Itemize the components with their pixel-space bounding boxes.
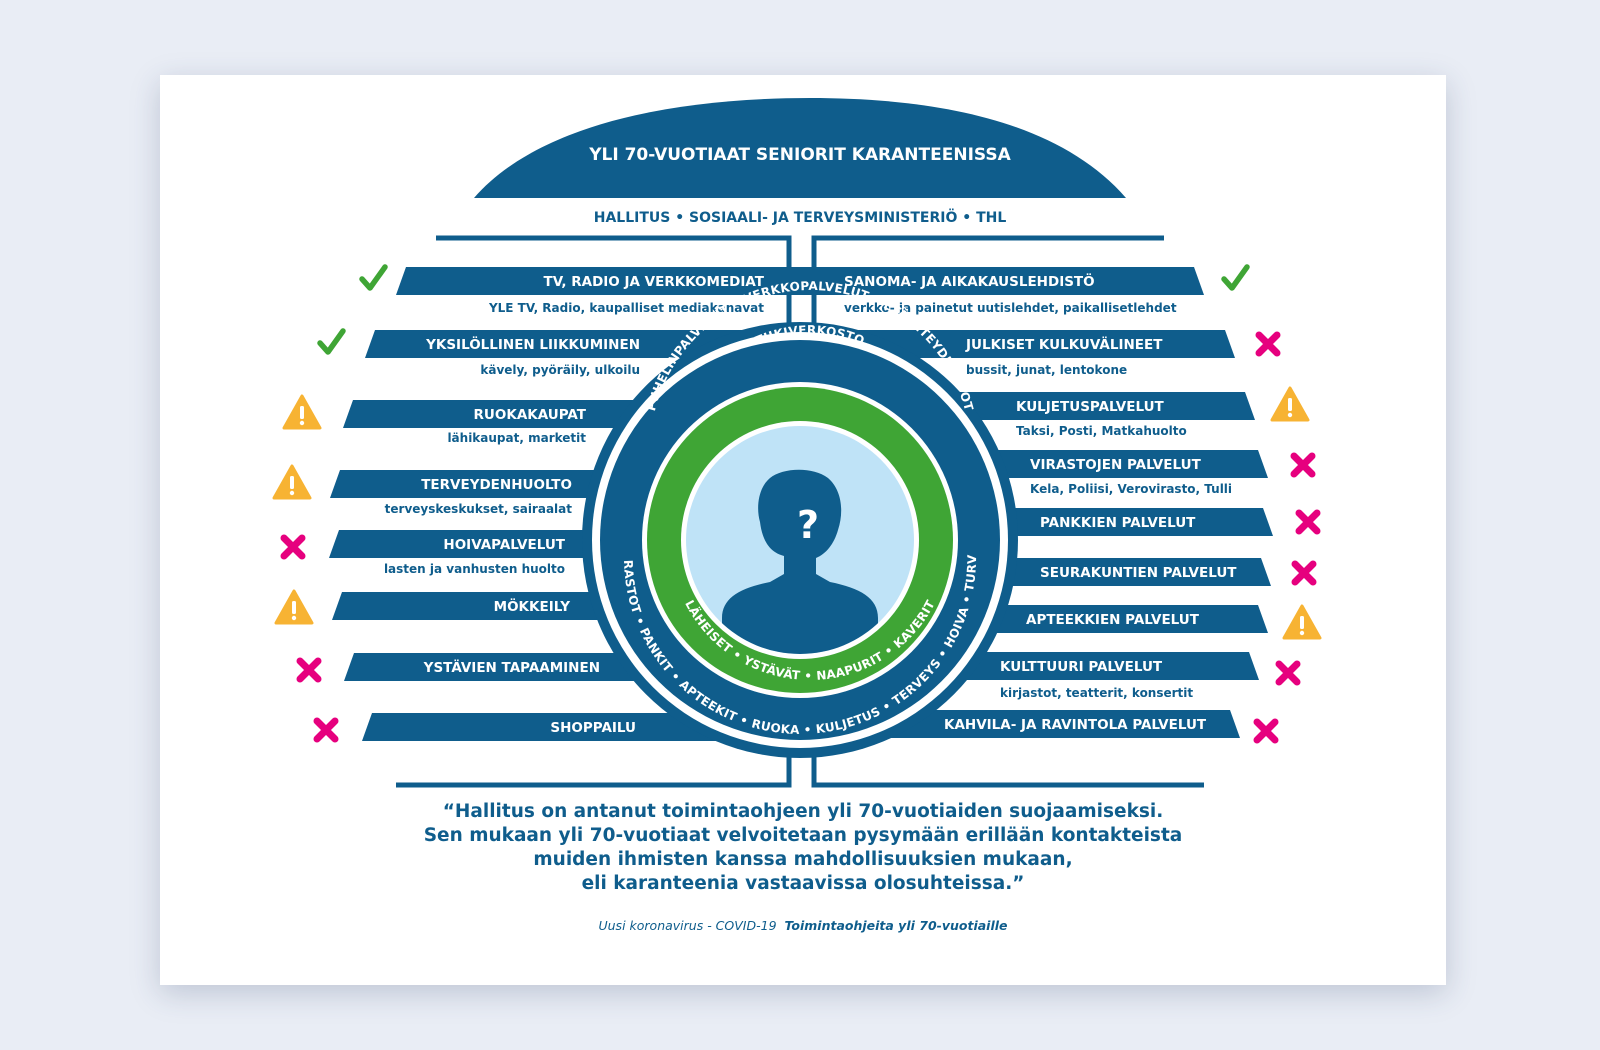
header-dome <box>474 98 1126 198</box>
service-subtitle: Kela, Poliisi, Verovirasto, Tulli <box>1030 482 1232 496</box>
service-subtitle: kävely, pyöräily, ulkoilu <box>480 363 640 377</box>
person-silhouette-icon: ? <box>722 469 878 654</box>
warning-triangle-icon <box>272 464 312 500</box>
quote-line: muiden ihmisten kanssa mahdollisuuksien … <box>533 849 1073 870</box>
service-title: KAHVILA- JA RAVINTOLA PALVELUT <box>944 717 1207 733</box>
service-title: TERVEYDENHUOLTO <box>421 477 572 493</box>
warning-triangle-icon <box>282 394 322 430</box>
service-subtitle: bussit, junat, lentokone <box>966 363 1127 377</box>
service-bar <box>800 330 1235 358</box>
authorities-line: HALLITUS • SOSIAALI- JA TERVEYSMINISTERI… <box>594 208 1007 226</box>
cross-icon <box>1255 331 1281 357</box>
service-title: YKSILÖLLINEN LIIKKUMINEN <box>425 335 640 353</box>
service-item: JULKISET KULKUVÄLINEET bussit, junat, len… <box>800 330 1235 377</box>
checkmark-icon <box>317 328 346 355</box>
cross-icon <box>1295 509 1321 535</box>
warning-triangle-icon <box>1282 604 1322 640</box>
service-subtitle: Taksi, Posti, Matkahuolto <box>1016 424 1187 438</box>
cross-icon <box>313 717 339 743</box>
checkmark-icon <box>359 264 388 291</box>
service-title: VIRASTOJEN PALVELUT <box>1030 457 1202 473</box>
service-subtitle: kirjastot, teatterit, konsertit <box>1000 686 1193 700</box>
service-subtitle: YLE TV, Radio, kaupalliset mediakanavat <box>488 301 764 315</box>
service-item: SANOMA- JA AIKAKAUSLEHDISTÖ verkko- ja pa… <box>800 267 1204 315</box>
service-title: KULJETUSPALVELUT <box>1016 399 1165 415</box>
service-bar <box>365 330 800 358</box>
warning-triangle-icon <box>1270 386 1310 422</box>
quote-line: “Hallitus on antanut toimintaohjeen yli … <box>442 801 1164 822</box>
government-quote: “Hallitus on antanut toimintaohjeen yli … <box>160 800 1446 896</box>
quote-line: Sen mukaan yli 70-vuotiaat velvoitetaan … <box>423 825 1183 846</box>
service-bar <box>800 267 1204 295</box>
service-title: YSTÄVIEN TAPAAMINEN <box>423 659 600 676</box>
cross-icon <box>1275 660 1301 686</box>
service-title: PANKKIEN PALVELUT <box>1040 515 1196 531</box>
service-title: JULKISET KULKUVÄLINEET <box>965 336 1163 353</box>
service-subtitle: terveyskeskukset, sairaalat <box>385 502 573 516</box>
service-title: APTEEKKIEN PALVELUT <box>1026 612 1200 628</box>
warning-triangle-icon <box>274 589 314 625</box>
source-citation: Uusi koronavirus - COVID-19 Toimintaohje… <box>160 918 1446 933</box>
service-subtitle: verkko- ja painetut uutislehdet, paikall… <box>844 301 1177 315</box>
service-title: SEURAKUNTIEN PALVELUT <box>1040 565 1237 581</box>
question-mark: ? <box>797 503 819 547</box>
source-title: Toimintaohjeita yli 70-vuotiaille <box>784 918 1008 933</box>
source-prefix: Uusi koronavirus - COVID-19 <box>598 918 777 933</box>
cross-icon <box>280 534 306 560</box>
frame-lines <box>396 235 1204 788</box>
cross-icon <box>1290 452 1316 478</box>
service-title: TV, RADIO JA VERKKOMEDIAT <box>543 274 764 290</box>
service-item: TV, RADIO JA VERKKOMEDIAT YLE TV, Radio, … <box>396 267 800 315</box>
cross-icon <box>296 657 322 683</box>
service-bar <box>396 267 800 295</box>
header-title: YLI 70-VUOTIAAT SENIORIT KARANTEENISSA <box>588 145 1011 165</box>
quote-line: eli karanteenia vastaavissa olosuhteissa… <box>581 873 1025 894</box>
service-title: MÖKKEILY <box>494 597 571 615</box>
checkmark-icon <box>1221 264 1250 291</box>
service-title: RUOKAKAUPAT <box>474 407 587 423</box>
cross-icon <box>1291 560 1317 586</box>
service-title: SHOPPAILU <box>550 720 636 736</box>
cross-icon <box>1253 718 1279 744</box>
service-item: YKSILÖLLINEN LIIKKUMINEN kävely, pyöräily… <box>365 330 800 377</box>
service-title: KULTTUURI PALVELUT <box>1000 659 1163 675</box>
right-status-icons <box>1221 264 1322 744</box>
service-subtitle: lähikaupat, marketit <box>447 431 586 445</box>
service-title: SANOMA- JA AIKAKAUSLEHDISTÖ <box>844 272 1095 290</box>
service-subtitle: lasten ja vanhusten huolto <box>384 562 565 576</box>
service-title: HOIVAPALVELUT <box>443 537 565 553</box>
left-status-icons <box>272 264 388 743</box>
